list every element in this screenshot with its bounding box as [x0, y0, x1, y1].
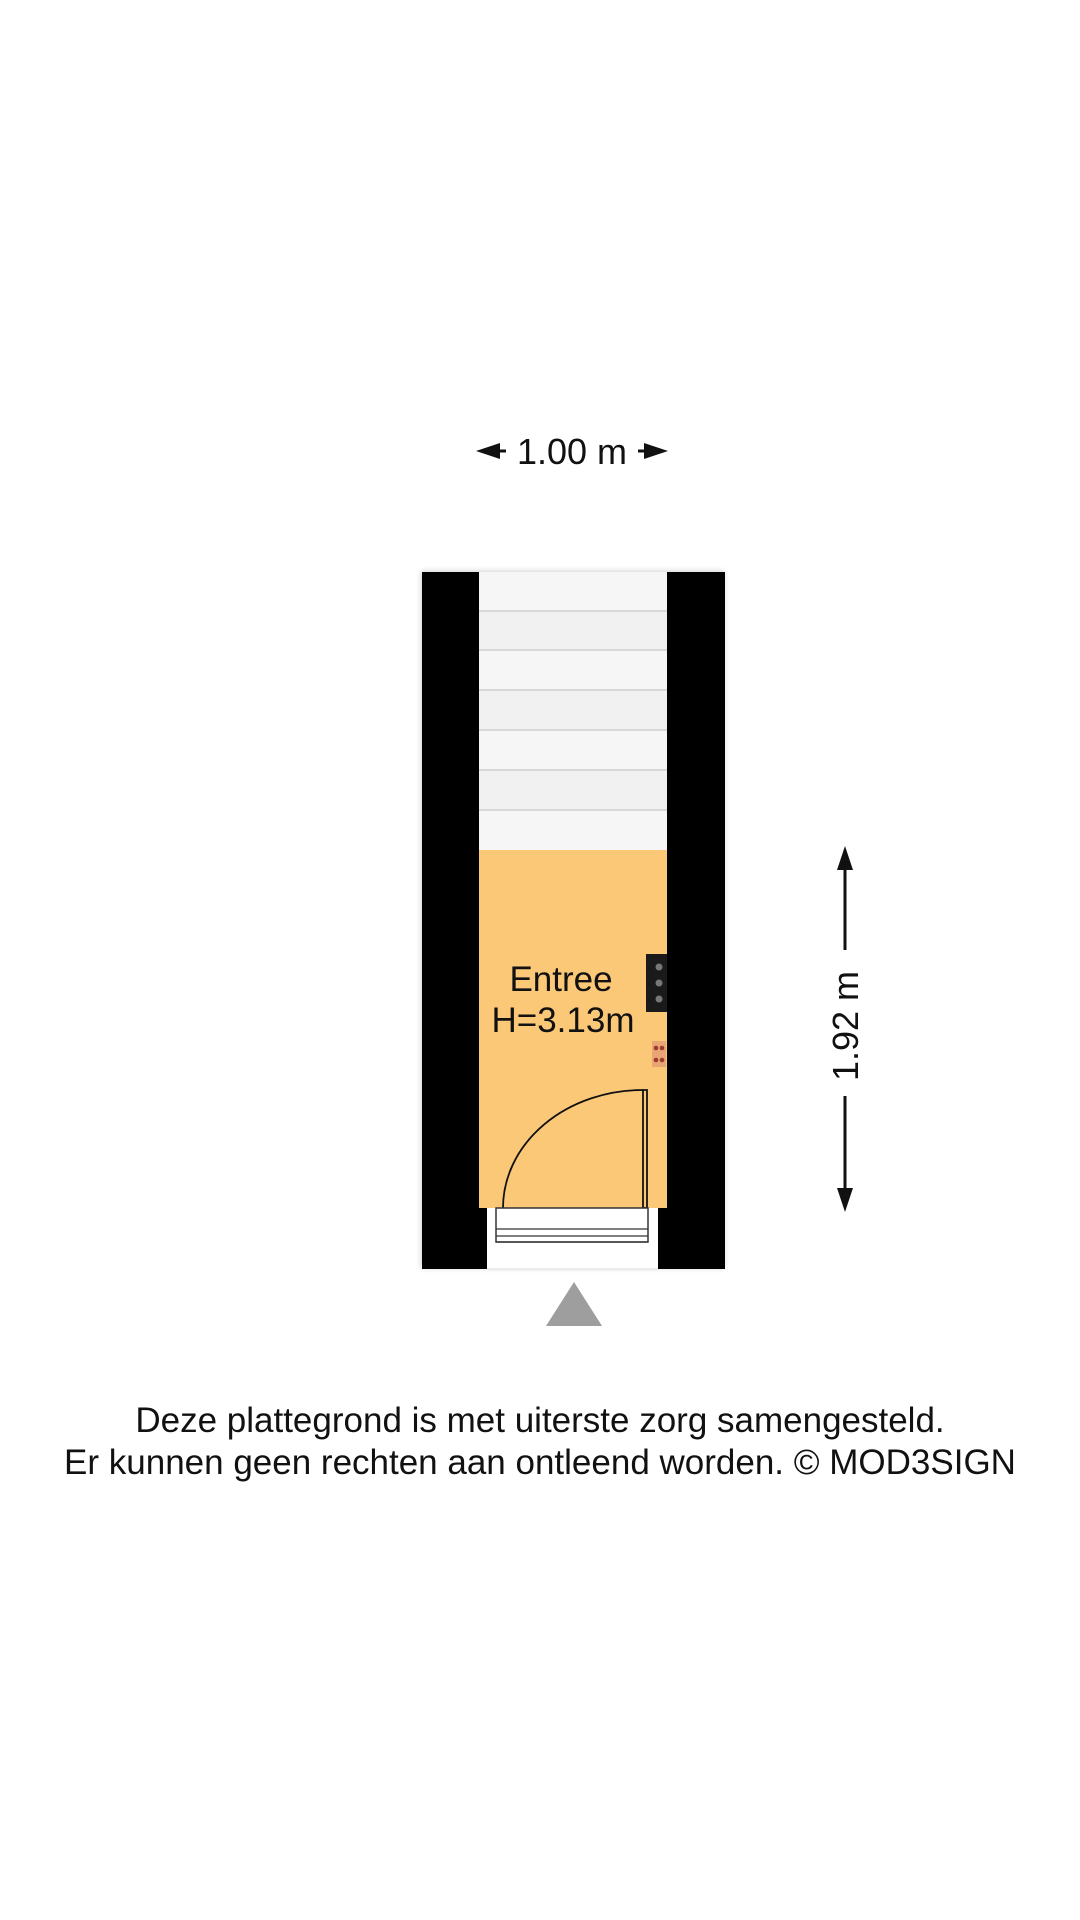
stair-step — [479, 730, 667, 770]
stair-step — [479, 810, 667, 850]
switch-icon — [652, 1041, 666, 1067]
switch-dot — [653, 1057, 659, 1063]
disclaimer-line-1: Deze plattegrond is met uiterste zorg sa… — [135, 1401, 945, 1440]
disclaimer: Deze plattegrond is met uiterste zorg sa… — [0, 1400, 1080, 1484]
arrow-up-icon — [837, 846, 853, 870]
height-dimension: 1.92 m — [825, 846, 866, 1212]
door — [502, 1089, 648, 1209]
room-floor-entree — [479, 850, 667, 1208]
switch-dot — [653, 1045, 659, 1051]
width-dimension-label: 1.00 m — [517, 431, 627, 472]
meter-dot — [655, 995, 663, 1003]
threshold — [487, 1207, 658, 1270]
meter-dot — [655, 979, 663, 987]
arrow-down-icon — [837, 1188, 853, 1212]
height-dimension-label: 1.92 m — [825, 971, 866, 1081]
switch-dot — [659, 1045, 665, 1051]
threshold-frame — [495, 1207, 649, 1243]
disclaimer-line-2: Er kunnen geen rechten aan ontleend word… — [64, 1443, 1016, 1482]
room-name: Entree — [509, 960, 612, 999]
meter-box — [646, 954, 667, 1012]
arrow-left-icon — [476, 443, 500, 459]
stair-step — [479, 770, 667, 810]
door-leaf — [642, 1089, 648, 1209]
triangle-up-icon — [546, 1282, 602, 1326]
stair-step — [479, 572, 667, 611]
stair-step — [479, 611, 667, 650]
arrow-right-icon — [644, 443, 668, 459]
meter-dot — [655, 963, 663, 971]
width-dimension: 1.00 m — [476, 431, 668, 472]
staircase — [479, 572, 667, 850]
door-swing-arc — [502, 1089, 644, 1209]
stair-step — [479, 650, 667, 690]
switch-plate — [652, 1041, 666, 1067]
switch-dot — [659, 1057, 665, 1063]
room-height: H=3.13m — [492, 1001, 635, 1040]
stair-step — [479, 690, 667, 730]
